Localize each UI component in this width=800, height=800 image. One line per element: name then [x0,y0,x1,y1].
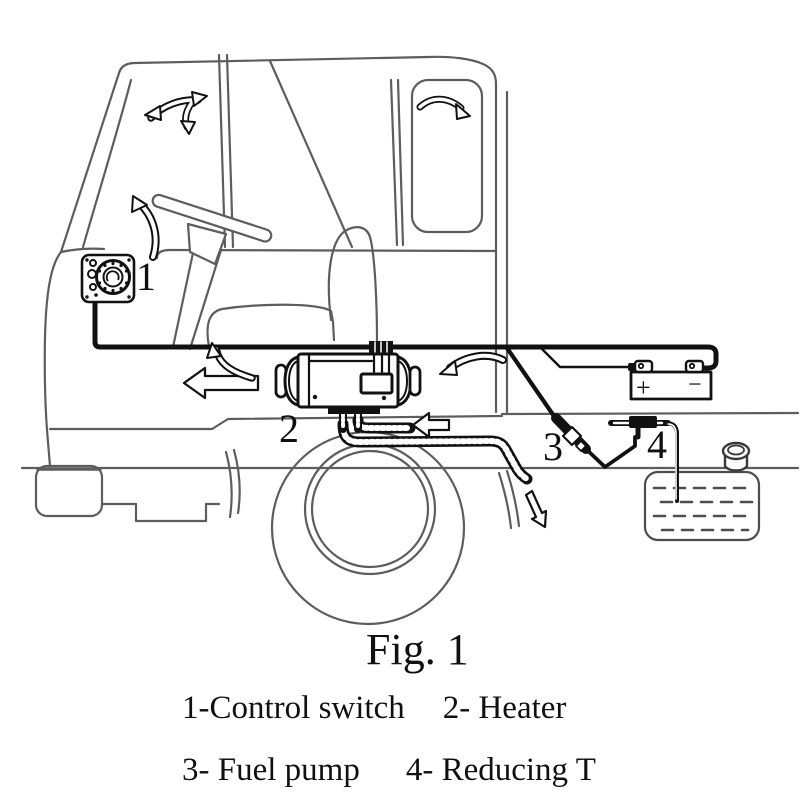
filler-cap [721,441,751,472]
wheel-hub-outer [303,442,437,576]
airflow-arrows [131,91,548,529]
steering-wheel [151,193,273,243]
defrost-arrow [131,195,160,261]
legend-item-heater: 2- Heater [442,690,567,726]
battery-minus-label: − [688,372,702,398]
cab-sill [48,414,504,431]
callout-heater: 2 [279,406,299,451]
steering-hub [186,222,228,266]
cowl-line [59,247,106,254]
wheel-hub-inner [310,449,430,569]
legend-row-1: 1-Control switch 2- Heater [182,690,566,727]
legend-item-fuel-pump: 3- Fuel pump [182,752,360,788]
callout-fuel-pump: 3 [543,424,563,469]
windshield-airflow-arrow [144,91,208,135]
rear-window-divider [389,78,405,247]
wheel-tire [270,430,466,626]
wiring-harness [92,299,719,422]
fuel-line [584,435,637,469]
heater [274,352,422,433]
pump-connector [561,425,583,447]
windshield-inner [81,78,133,249]
main-harness-wire [92,299,719,371]
seat-back [327,226,379,342]
truck-outline [20,53,800,626]
fuel-tank [643,470,761,542]
callout-reducing-t: 4 [647,422,667,467]
figure-caption: Fig. 1 [366,625,469,674]
legend-item-control-switch: 1-Control switch [182,690,405,726]
rear-window-arrow [416,95,471,120]
wheel-arch-right [497,469,521,530]
legend-row-2: 3- Fuel pump 4- Reducing T [182,752,596,789]
battery-wire [539,346,640,369]
battery-plus-label: + [636,373,651,402]
rear-window [410,78,484,234]
fuel-pump-wire [504,345,559,422]
intake-hose [352,414,416,434]
heater-right-cap [408,365,422,397]
battery: + − [629,359,713,402]
heater-mount-plate [328,407,380,414]
fuel-level-dashes [652,486,755,532]
cab-warm-air-arrow [182,342,260,400]
heater-control-box [359,372,394,395]
callout-control-switch: 1 [136,254,156,299]
cab-outline [43,55,498,468]
exhaust-out-arrow [524,489,548,529]
legend-item-reducing-t: 4- Reducing T [405,752,596,788]
intake-air-arrow [411,411,451,439]
t-fitting [629,416,657,428]
reducing-t [608,416,679,503]
control-switch [80,253,136,304]
wheel-arch-left [224,448,241,519]
front-bumper [34,464,104,518]
exhaust-hose [337,418,533,485]
fuel-pump [551,413,637,469]
heater-left-dome [283,355,300,407]
door-edge [268,59,354,249]
recirculation-arrow [439,351,507,376]
bed-bottom-line [500,411,800,416]
seat-cushion [206,303,336,349]
heater-stub-pipes [339,410,362,433]
step-skirt [100,502,221,523]
